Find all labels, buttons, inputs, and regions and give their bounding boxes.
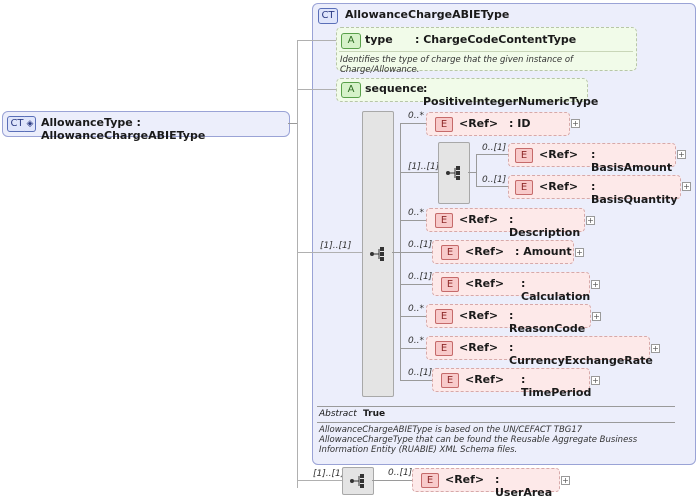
element-cardinality: 0..[1] bbox=[408, 272, 433, 282]
element-user-area[interactable]: E <Ref> : UserArea bbox=[412, 468, 560, 499]
expand-plus-icon[interactable]: + bbox=[561, 476, 570, 485]
root-label: AllowanceType : AllowanceChargeABIEType bbox=[41, 116, 206, 142]
element-badge: E bbox=[515, 180, 533, 195]
element-ref: <Ref> bbox=[465, 245, 505, 258]
ct-expand-icon[interactable]: ◈ bbox=[25, 116, 36, 132]
type-description: AllowanceChargeABIEType is based on the … bbox=[319, 425, 638, 455]
element-name: : BasisAmount bbox=[591, 148, 673, 174]
attribute-type-label: : PositiveIntegerNumericType bbox=[423, 82, 599, 108]
element-ref: <Ref> bbox=[459, 117, 499, 130]
sequence-compositor-icon bbox=[350, 474, 364, 488]
expand-plus-icon[interactable]: + bbox=[575, 248, 584, 257]
element-ref: <Ref> bbox=[445, 473, 485, 486]
element-cardinality: 0..[1] bbox=[388, 468, 413, 478]
element-badge: E bbox=[441, 277, 459, 292]
element-calculation[interactable]: E <Ref> : Calculation bbox=[432, 272, 590, 303]
sequence-compositor-icon bbox=[370, 247, 384, 261]
element-currency-exchange-rate[interactable]: E <Ref> : CurrencyExchangeRate bbox=[426, 336, 653, 367]
expand-plus-icon[interactable]: + bbox=[591, 280, 600, 289]
element-ref: <Ref> bbox=[459, 213, 499, 226]
attribute-type-label: : ChargeCodeContentType bbox=[415, 33, 577, 46]
attribute-badge: A bbox=[341, 33, 361, 49]
expand-plus-icon[interactable]: + bbox=[592, 312, 601, 321]
sequence-cardinality: [1]..[1] bbox=[313, 469, 345, 479]
element-name: : Description bbox=[509, 213, 581, 239]
element-cardinality: 0..* bbox=[408, 304, 424, 314]
attribute-badge: A bbox=[341, 82, 361, 98]
attribute-name: type bbox=[365, 33, 393, 46]
element-badge: E bbox=[435, 213, 453, 228]
element-cardinality: 0..[1] bbox=[482, 175, 507, 185]
element-cardinality: 0..* bbox=[408, 208, 424, 218]
attribute-doc: Identifies the type of charge that the g… bbox=[340, 55, 574, 75]
abstract-divider bbox=[317, 406, 675, 407]
element-reason-code[interactable]: E <Ref> : ReasonCode bbox=[426, 304, 591, 335]
element-basis-quantity[interactable]: E <Ref> : BasisQuantity bbox=[508, 175, 681, 206]
element-name: : CurrencyExchangeRate bbox=[509, 341, 653, 367]
complex-type-title: AllowanceChargeABIEType bbox=[345, 8, 510, 21]
attribute-type[interactable]: A type : ChargeCodeContentType Identifie… bbox=[336, 27, 637, 75]
element-time-period[interactable]: E <Ref> : TimePeriod bbox=[432, 368, 591, 399]
expand-plus-icon[interactable]: + bbox=[586, 216, 595, 225]
expand-plus-icon[interactable]: + bbox=[682, 182, 691, 191]
element-badge: E bbox=[441, 245, 459, 260]
ct-badge: CT bbox=[7, 116, 27, 132]
element-name: : TimePeriod bbox=[521, 373, 592, 399]
sequence-cardinality: [1]..[1] bbox=[320, 241, 352, 251]
element-amount[interactable]: E <Ref> : Amount bbox=[432, 240, 574, 264]
element-badge: E bbox=[435, 117, 453, 132]
element-name: : Amount bbox=[515, 245, 572, 258]
element-name: : Calculation bbox=[521, 277, 591, 303]
element-name: : ID bbox=[509, 117, 531, 130]
element-cardinality: 0..* bbox=[408, 111, 424, 121]
expand-plus-icon[interactable]: + bbox=[591, 376, 600, 385]
abstract-value: True bbox=[363, 409, 386, 419]
expand-plus-icon[interactable]: + bbox=[677, 150, 686, 159]
element-badge: E bbox=[435, 341, 453, 356]
ct-badge: CT bbox=[318, 8, 338, 24]
element-cardinality: 0..* bbox=[408, 336, 424, 346]
choice-cardinality: [1]..[1] bbox=[408, 162, 440, 172]
element-cardinality: 0..[1] bbox=[408, 240, 433, 250]
element-badge: E bbox=[421, 473, 439, 488]
element-badge: E bbox=[441, 373, 459, 388]
abstract-label: Abstract bbox=[319, 409, 357, 419]
sequence-compositor[interactable] bbox=[342, 467, 374, 495]
root-element[interactable]: CT ◈ AllowanceType : AllowanceChargeABIE… bbox=[2, 111, 290, 142]
element-name: : UserArea bbox=[495, 473, 553, 499]
choice-compositor-icon bbox=[446, 166, 460, 180]
sequence-compositor[interactable] bbox=[362, 111, 394, 397]
element-ref: <Ref> bbox=[539, 148, 579, 161]
element-id[interactable]: E <Ref> : ID bbox=[426, 112, 570, 136]
attribute-name: sequence bbox=[365, 82, 424, 95]
element-cardinality: 0..[1] bbox=[482, 143, 507, 153]
expand-plus-icon[interactable]: + bbox=[571, 119, 580, 128]
element-cardinality: 0..[1] bbox=[408, 368, 433, 378]
element-name: : BasisQuantity bbox=[591, 180, 678, 206]
description-divider bbox=[317, 422, 675, 423]
element-basis-amount[interactable]: E <Ref> : BasisAmount bbox=[508, 143, 676, 174]
element-description[interactable]: E <Ref> : Description bbox=[426, 208, 585, 239]
element-ref: <Ref> bbox=[465, 277, 505, 290]
element-badge: E bbox=[515, 148, 533, 163]
element-ref: <Ref> bbox=[459, 309, 499, 322]
attribute-sequence[interactable]: A sequence : PositiveIntegerNumericType bbox=[336, 78, 598, 108]
element-ref: <Ref> bbox=[459, 341, 499, 354]
element-ref: <Ref> bbox=[465, 373, 505, 386]
element-name: : ReasonCode bbox=[509, 309, 586, 335]
element-badge: E bbox=[435, 309, 453, 324]
element-ref: <Ref> bbox=[539, 180, 579, 193]
expand-plus-icon[interactable]: + bbox=[651, 344, 660, 353]
choice-compositor[interactable] bbox=[438, 142, 470, 204]
